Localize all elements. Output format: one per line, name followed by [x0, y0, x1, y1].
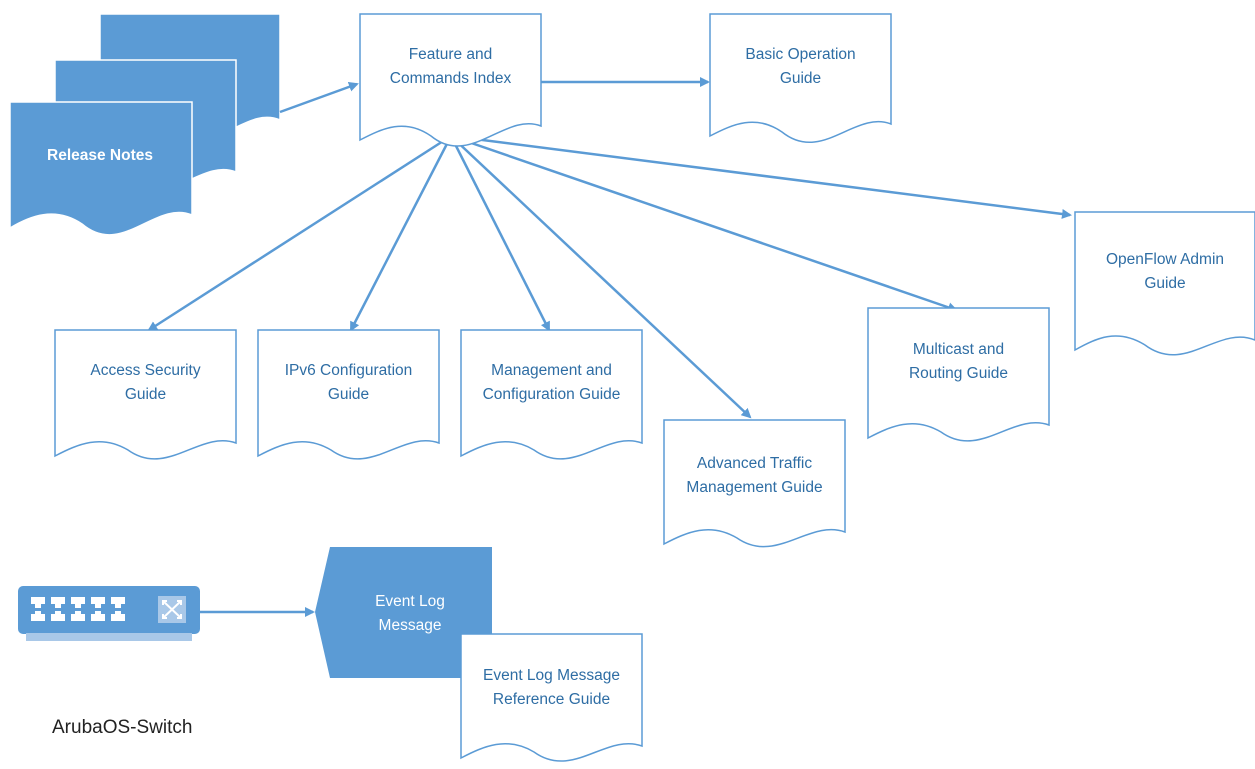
management-label: Management and Configuration Guide: [482, 362, 621, 403]
advanced-traffic-document-shape: [663, 419, 846, 548]
release-notes-document-stack: [9, 13, 281, 236]
connector-arrows: [147, 77, 1072, 617]
release-notes-stack-front: [9, 101, 193, 236]
arrow-feature-index-to-management: [449, 135, 551, 332]
release-notes-label: Release Notes: [47, 147, 153, 164]
ipv6-label: IPv6 Configuration Guide: [284, 362, 413, 403]
access-security-document-shape: [54, 329, 237, 460]
switch-caption: ArubaOS-Switch: [52, 717, 193, 738]
openflow-document-shape: [1074, 211, 1255, 356]
event-log-message-shape: [315, 547, 492, 678]
access-security-label: Access Security Guide: [90, 362, 201, 403]
openflow-label: OpenFlow Admin Guide: [1105, 251, 1225, 292]
event-log-ref-label: Event Log Message Reference Guide: [482, 667, 620, 708]
advanced-traffic-label: Advanced Traffic Management Guide: [686, 455, 823, 496]
ipv6-document-shape: [257, 329, 440, 460]
arrow-feature-index-to-access-security: [147, 134, 452, 332]
feature-index-label: Feature and Commands Index: [389, 46, 512, 87]
arrow-feature-index-to-multicast: [450, 134, 958, 313]
arrow-release-notes-to-feature-index: [279, 82, 359, 114]
arrow-feature-index-to-ipv6: [349, 135, 453, 332]
multicast-document-shape: [867, 307, 1050, 442]
network-switch-icon: [18, 586, 200, 641]
event-log-ref-document-shape: [460, 633, 643, 762]
arrow-feature-index-to-advanced-traffic: [450, 135, 752, 419]
multicast-label: Multicast and Routing Guide: [908, 341, 1009, 382]
management-document-shape: [460, 329, 643, 460]
event-log-message-label: Event Log Message: [375, 593, 445, 634]
feature-index-document-shape: [359, 13, 542, 147]
basic-operation-document-shape: [709, 13, 892, 144]
basic-operation-label: Basic Operation Guide: [745, 46, 856, 87]
arrow-feature-index-to-openflow: [450, 134, 1072, 219]
